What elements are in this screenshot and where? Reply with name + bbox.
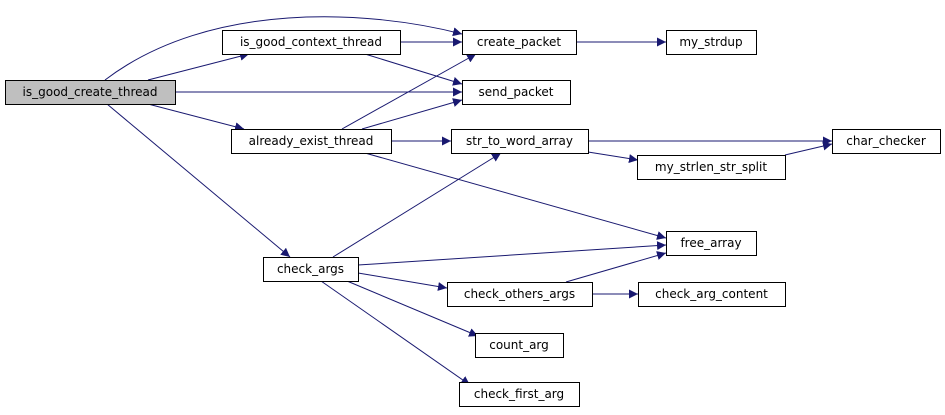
edge-check-others-args-to-free-array [565, 251, 667, 283]
node-label: count_arg [489, 338, 549, 352]
edge-is-good-create-thread-to-is-good-context-thread [147, 51, 250, 81]
node-box [222, 30, 401, 55]
edge-already-exist-thread-to-create-packet [341, 53, 477, 130]
node-is-good-context-thread[interactable]: is_good_context_thread [222, 30, 401, 55]
node-label: send_packet [478, 85, 553, 99]
node-box [451, 129, 589, 154]
edge-already-exist-thread-to-send-packet [361, 98, 463, 130]
node-check-args[interactable]: check_args [263, 257, 359, 282]
edge-str-to-word-array-to-my-strlen-str-split [587, 151, 639, 164]
edge-check-args-to-count-arg [346, 280, 479, 337]
node-check-arg-content[interactable]: check_arg_content [638, 282, 786, 307]
edge-already-exist-thread-to-free-array [364, 152, 667, 240]
node-box [462, 80, 571, 105]
node-my-strlen-str-split[interactable]: my_strlen_str_split [637, 155, 786, 180]
node-my-strdup[interactable]: my_strdup [666, 30, 757, 55]
node-label: is_good_context_thread [240, 35, 382, 49]
node-box [462, 30, 577, 55]
edge-is-good-create-thread-to-already-exist-thread [147, 103, 245, 132]
edge-my-strlen-str-split-to-char-checker [784, 141, 833, 156]
edge-check-args-to-check-first-arg [320, 280, 471, 386]
node-box [637, 155, 786, 180]
node-label: char_checker [846, 134, 926, 148]
node-label: my_strlen_str_split [655, 160, 767, 174]
node-count-arg[interactable]: count_arg [475, 333, 564, 358]
node-label: free_array [680, 236, 741, 250]
node-check-first-arg[interactable]: check_first_arg [459, 382, 580, 407]
node-label: is_good_create_thread [23, 85, 158, 99]
node-send-packet[interactable]: send_packet [462, 80, 571, 105]
node-check-others-args[interactable]: check_others_args [447, 282, 593, 307]
node-box [638, 282, 786, 307]
edge-is-good-context-thread-to-send-packet [364, 53, 463, 86]
node-free-array[interactable]: free_array [666, 231, 757, 256]
node-label: create_packet [477, 35, 562, 49]
node-box [832, 129, 941, 154]
edge-is-good-create-thread-to-create-packet [104, 16, 463, 81]
node-label: my_strdup [679, 35, 742, 49]
nodes-layer: is_good_create_thread is_good_context_thr… [5, 30, 941, 407]
node-label: check_first_arg [474, 387, 564, 401]
node-label: check_arg_content [655, 287, 768, 301]
node-box [459, 382, 580, 407]
edge-check-args-to-str-to-word-array [332, 152, 502, 258]
node-is-good-create-thread[interactable]: is_good_create_thread [5, 80, 176, 105]
node-box [666, 231, 757, 256]
edges-layer [104, 16, 833, 386]
node-box [5, 80, 176, 105]
node-label: already_exist_thread [249, 134, 374, 148]
node-box [231, 129, 392, 154]
node-label: str_to_word_array [466, 134, 573, 148]
node-create-packet[interactable]: create_packet [462, 30, 577, 55]
node-box [263, 257, 359, 282]
node-label: check_others_args [464, 287, 575, 301]
node-box [666, 30, 757, 55]
edge-check-args-to-check-others-args [357, 272, 448, 291]
node-char-checker[interactable]: char_checker [832, 129, 941, 154]
node-already-exist-thread[interactable]: already_exist_thread [231, 129, 392, 154]
node-str-to-word-array[interactable]: str_to_word_array [451, 129, 589, 154]
edge-is-good-create-thread-to-check-args [106, 103, 291, 258]
node-box [447, 282, 593, 307]
node-box [475, 333, 564, 358]
node-label: check_args [277, 262, 344, 276]
edge-check-args-to-free-array [357, 241, 667, 266]
